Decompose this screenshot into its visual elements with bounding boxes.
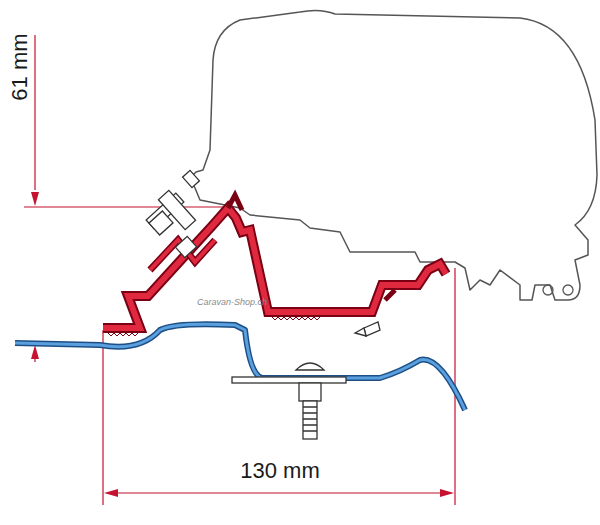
serration — [108, 317, 320, 336]
profile-detail — [563, 285, 573, 295]
dimension-label: 61 mm — [9, 33, 31, 100]
watermark: Caravan-Shop.ch — [197, 298, 267, 307]
clamp-bolt — [146, 170, 199, 257]
dimension-label: 130 mm — [240, 460, 319, 482]
van-roof-fill — [15, 324, 465, 410]
set-screw — [355, 322, 380, 336]
roof-bolt — [232, 363, 346, 439]
profile-detail — [543, 285, 553, 295]
dimension-lines — [24, 35, 455, 505]
van-roof — [15, 324, 465, 410]
